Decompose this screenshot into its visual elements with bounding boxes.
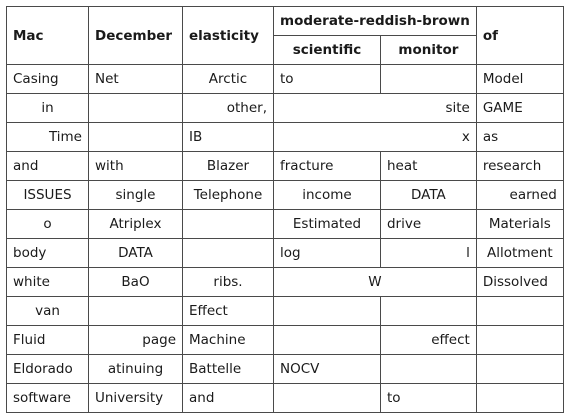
table-cell	[273, 325, 381, 355]
header-scientific: scientific	[273, 35, 381, 65]
table-cell: page	[88, 325, 183, 355]
table-cell: Dissolved	[475, 267, 564, 297]
table-cell	[379, 296, 477, 326]
table-row: o Atriplex Estimated drive Materials	[6, 209, 564, 239]
table-cell: atinuing	[88, 354, 183, 384]
table-cell: Net	[88, 64, 183, 94]
table-row: white BaO ribs. W Dissolved	[6, 267, 564, 297]
table-cell: Eldorado	[6, 354, 89, 384]
table-cell: in	[6, 93, 89, 123]
table-container: Mac December elasticity moderate-reddish…	[6, 6, 564, 413]
table-cell: x	[273, 122, 477, 152]
header-of: of	[475, 6, 564, 65]
table-cell	[379, 64, 477, 94]
table-cell	[182, 209, 274, 239]
table-cell: Fluid	[6, 325, 89, 355]
header-december: December	[88, 6, 183, 65]
table-cell: NOCV	[273, 354, 381, 384]
table-cell: Materials	[475, 209, 564, 239]
table-cell: DATA	[88, 238, 183, 268]
table-row: ISSUES single Telephone income DATA earn…	[6, 180, 564, 210]
table-cell: Time	[6, 122, 89, 152]
table-cell: white	[6, 267, 89, 297]
table-cell: research	[475, 151, 564, 181]
table-cell: Model	[475, 64, 564, 94]
table-cell: log	[273, 238, 381, 268]
table-cell: to	[379, 383, 477, 413]
table-cell: to	[273, 64, 381, 94]
table-cell: van	[6, 296, 89, 326]
table-cell	[88, 93, 183, 123]
table-cell: IB	[182, 122, 274, 152]
table-cell: effect	[379, 325, 477, 355]
table-cell: with	[88, 151, 183, 181]
table-cell: University	[88, 383, 183, 413]
table-cell	[475, 296, 564, 326]
table-cell: Allotment	[475, 238, 564, 268]
table-row: Casing Net Arctic to Model	[6, 64, 564, 94]
table-cell: Estimated	[273, 209, 381, 239]
table-row: Time IB x as	[6, 122, 564, 152]
table-cell	[475, 383, 564, 413]
table-cell	[475, 354, 564, 384]
table-cell: BaO	[88, 267, 183, 297]
table-cell: as	[475, 122, 564, 152]
table-cell: and	[182, 383, 274, 413]
table-cell	[88, 296, 183, 326]
table-cell: Telephone	[182, 180, 274, 210]
table-row: body DATA log l Allotment	[6, 238, 564, 268]
table-cell	[273, 296, 381, 326]
table-cell: Atriplex	[88, 209, 183, 239]
table-cell: ribs.	[182, 267, 274, 297]
table-cell	[379, 354, 477, 384]
table-cell: heat	[379, 151, 477, 181]
header-elasticity: elasticity	[182, 6, 274, 65]
header-group-moderate-reddish-brown: moderate-reddish-brown	[273, 6, 477, 36]
table-row: in other, site GAME	[6, 93, 564, 123]
table-cell: Casing	[6, 64, 89, 94]
table-row: Eldorado atinuing Battelle NOCV	[6, 354, 564, 384]
table-cell: Blazer	[182, 151, 274, 181]
table-cell: o	[6, 209, 89, 239]
table-cell: l	[379, 238, 477, 268]
data-table: Mac December elasticity moderate-reddish…	[6, 6, 564, 413]
table-row: and with Blazer fracture heat research	[6, 151, 564, 181]
table-cell: site	[273, 93, 477, 123]
table-cell: Effect	[182, 296, 274, 326]
table-cell: income	[273, 180, 381, 210]
header-monitor: monitor	[379, 35, 477, 65]
table-cell: Machine	[182, 325, 274, 355]
table-row: software University and to	[6, 383, 564, 413]
table-cell: DATA	[379, 180, 477, 210]
table-row: van Effect	[6, 296, 564, 326]
table-cell: software	[6, 383, 89, 413]
table-row: Fluid page Machine effect	[6, 325, 564, 355]
table-cell: ISSUES	[6, 180, 89, 210]
table-cell: GAME	[475, 93, 564, 123]
table-cell: Battelle	[182, 354, 274, 384]
table-cell: and	[6, 151, 89, 181]
table-cell: earned	[475, 180, 564, 210]
table-cell	[88, 122, 183, 152]
header-mac: Mac	[6, 6, 89, 65]
table-cell	[273, 383, 381, 413]
table-cell	[182, 238, 274, 268]
table-cell: W	[273, 267, 477, 297]
table-cell: other,	[182, 93, 274, 123]
table-cell: single	[88, 180, 183, 210]
table-cell: body	[6, 238, 89, 268]
table-cell: drive	[379, 209, 477, 239]
table-cell	[475, 325, 564, 355]
table-cell: Arctic	[182, 64, 274, 94]
table-cell: fracture	[273, 151, 381, 181]
